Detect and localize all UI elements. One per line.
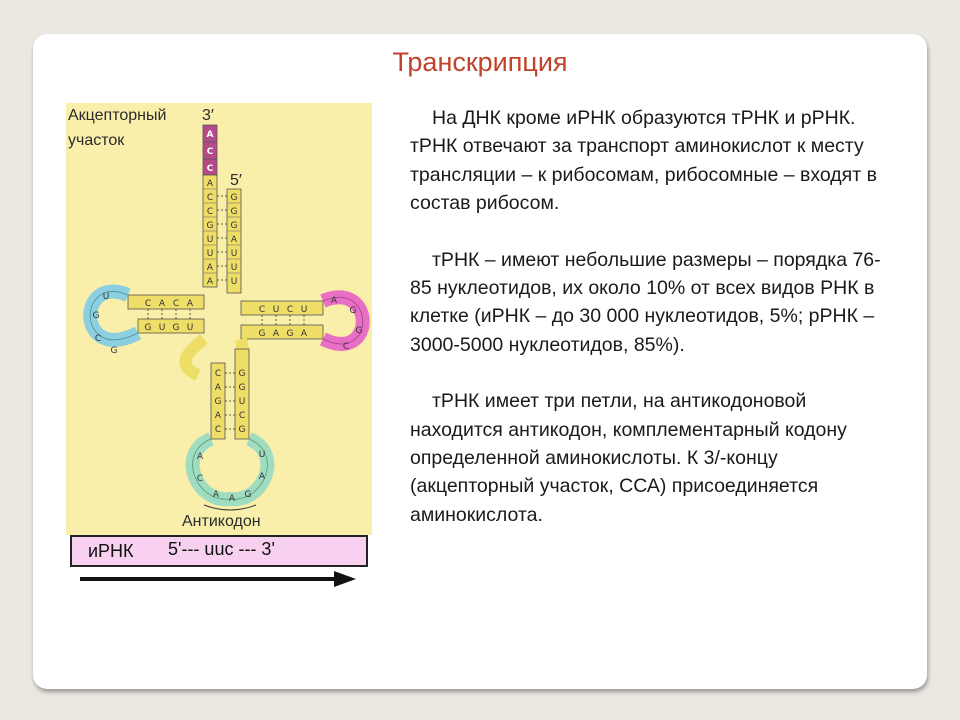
svg-text:U: U (231, 263, 238, 273)
svg-text:A: A (207, 263, 214, 273)
svg-text:A: A (197, 452, 204, 462)
svg-text:C: C (239, 411, 245, 421)
acceptor-label-line2: участок (68, 132, 125, 149)
svg-text:G: G (231, 193, 238, 203)
svg-text:C: C (207, 147, 214, 157)
svg-text:C: C (207, 193, 213, 203)
svg-text:A: A (159, 299, 166, 309)
mrna-label: иРНК (88, 541, 134, 561)
svg-text:G: G (207, 221, 214, 231)
svg-text:U: U (239, 397, 246, 407)
anticodon-stem: CAG AC GGU CG (210, 348, 250, 440)
svg-text:C: C (173, 299, 179, 309)
paragraph-2: тРНК – имеют небольшие размеры – порядка… (410, 248, 881, 356)
svg-text:G: G (356, 326, 363, 336)
svg-text:U: U (259, 450, 266, 460)
svg-text:U: U (207, 235, 214, 245)
svg-text:A: A (301, 329, 308, 339)
mrna-bar: иРНК 5'--- uuc --- 3' (70, 535, 368, 567)
svg-text:A: A (231, 235, 238, 245)
svg-text:A: A (215, 411, 222, 421)
svg-text:C: C (145, 299, 151, 309)
svg-text:A: A (273, 329, 280, 339)
direction-arrow-icon (80, 571, 356, 587)
svg-text:A: A (259, 472, 266, 482)
svg-text:G: G (350, 306, 357, 316)
five-prime-label: 5′ (230, 172, 242, 189)
three-prime-label: 3′ (202, 107, 214, 124)
svg-text:G: G (111, 346, 118, 356)
svg-text:C: C (287, 305, 293, 315)
svg-text:U: U (301, 305, 308, 315)
svg-text:A: A (207, 179, 214, 189)
slide-title: Транскрипция (392, 47, 568, 77)
svg-text:G: G (239, 369, 246, 379)
svg-text:A: A (331, 296, 338, 306)
svg-text:G: G (173, 323, 180, 333)
svg-text:A: A (229, 494, 236, 504)
svg-text:C: C (207, 207, 213, 217)
mrna-sequence: 5'--- uuc --- 3' (168, 539, 275, 559)
svg-text:G: G (245, 490, 252, 500)
svg-text:U: U (231, 249, 238, 259)
svg-text:A: A (187, 299, 194, 309)
svg-text:U: U (273, 305, 280, 315)
svg-text:G: G (215, 397, 222, 407)
body-text: На ДНК кроме иРНК образуются тРНК и рРНК… (410, 104, 900, 557)
acceptor-label-line1: Акцепторный (68, 107, 167, 124)
svg-text:G: G (239, 425, 246, 435)
svg-text:U: U (187, 323, 194, 333)
svg-text:U: U (159, 323, 166, 333)
svg-text:A: A (213, 490, 220, 500)
svg-text:A: A (207, 277, 214, 287)
svg-text:C: C (215, 425, 221, 435)
svg-text:C: C (259, 305, 265, 315)
svg-text:G: G (93, 311, 100, 321)
svg-text:G: G (231, 207, 238, 217)
svg-text:U: U (207, 249, 214, 259)
svg-text:G: G (259, 329, 266, 339)
svg-text:C: C (207, 164, 214, 174)
svg-text:C: C (95, 334, 101, 344)
svg-text:C: C (215, 369, 221, 379)
paragraph-1: На ДНК кроме иРНК образуются тРНК и рРНК… (410, 107, 877, 215)
svg-text:C: C (343, 342, 349, 352)
acceptor-stem: ACC GUU AA GGG AUU U A C C (202, 124, 242, 294)
svg-text:U: U (231, 277, 238, 287)
svg-text:A: A (215, 383, 222, 393)
paragraph-3: тРНК имеет три петли, на антикодоновой н… (410, 390, 847, 526)
svg-text:C: C (197, 474, 203, 484)
svg-text:G: G (239, 383, 246, 393)
svg-text:U: U (103, 292, 110, 302)
anticodon-label: Антикодон (182, 513, 261, 530)
svg-text:G: G (231, 221, 238, 231)
svg-text:A: A (207, 130, 214, 140)
svg-text:G: G (145, 323, 152, 333)
svg-text:G: G (287, 329, 294, 339)
